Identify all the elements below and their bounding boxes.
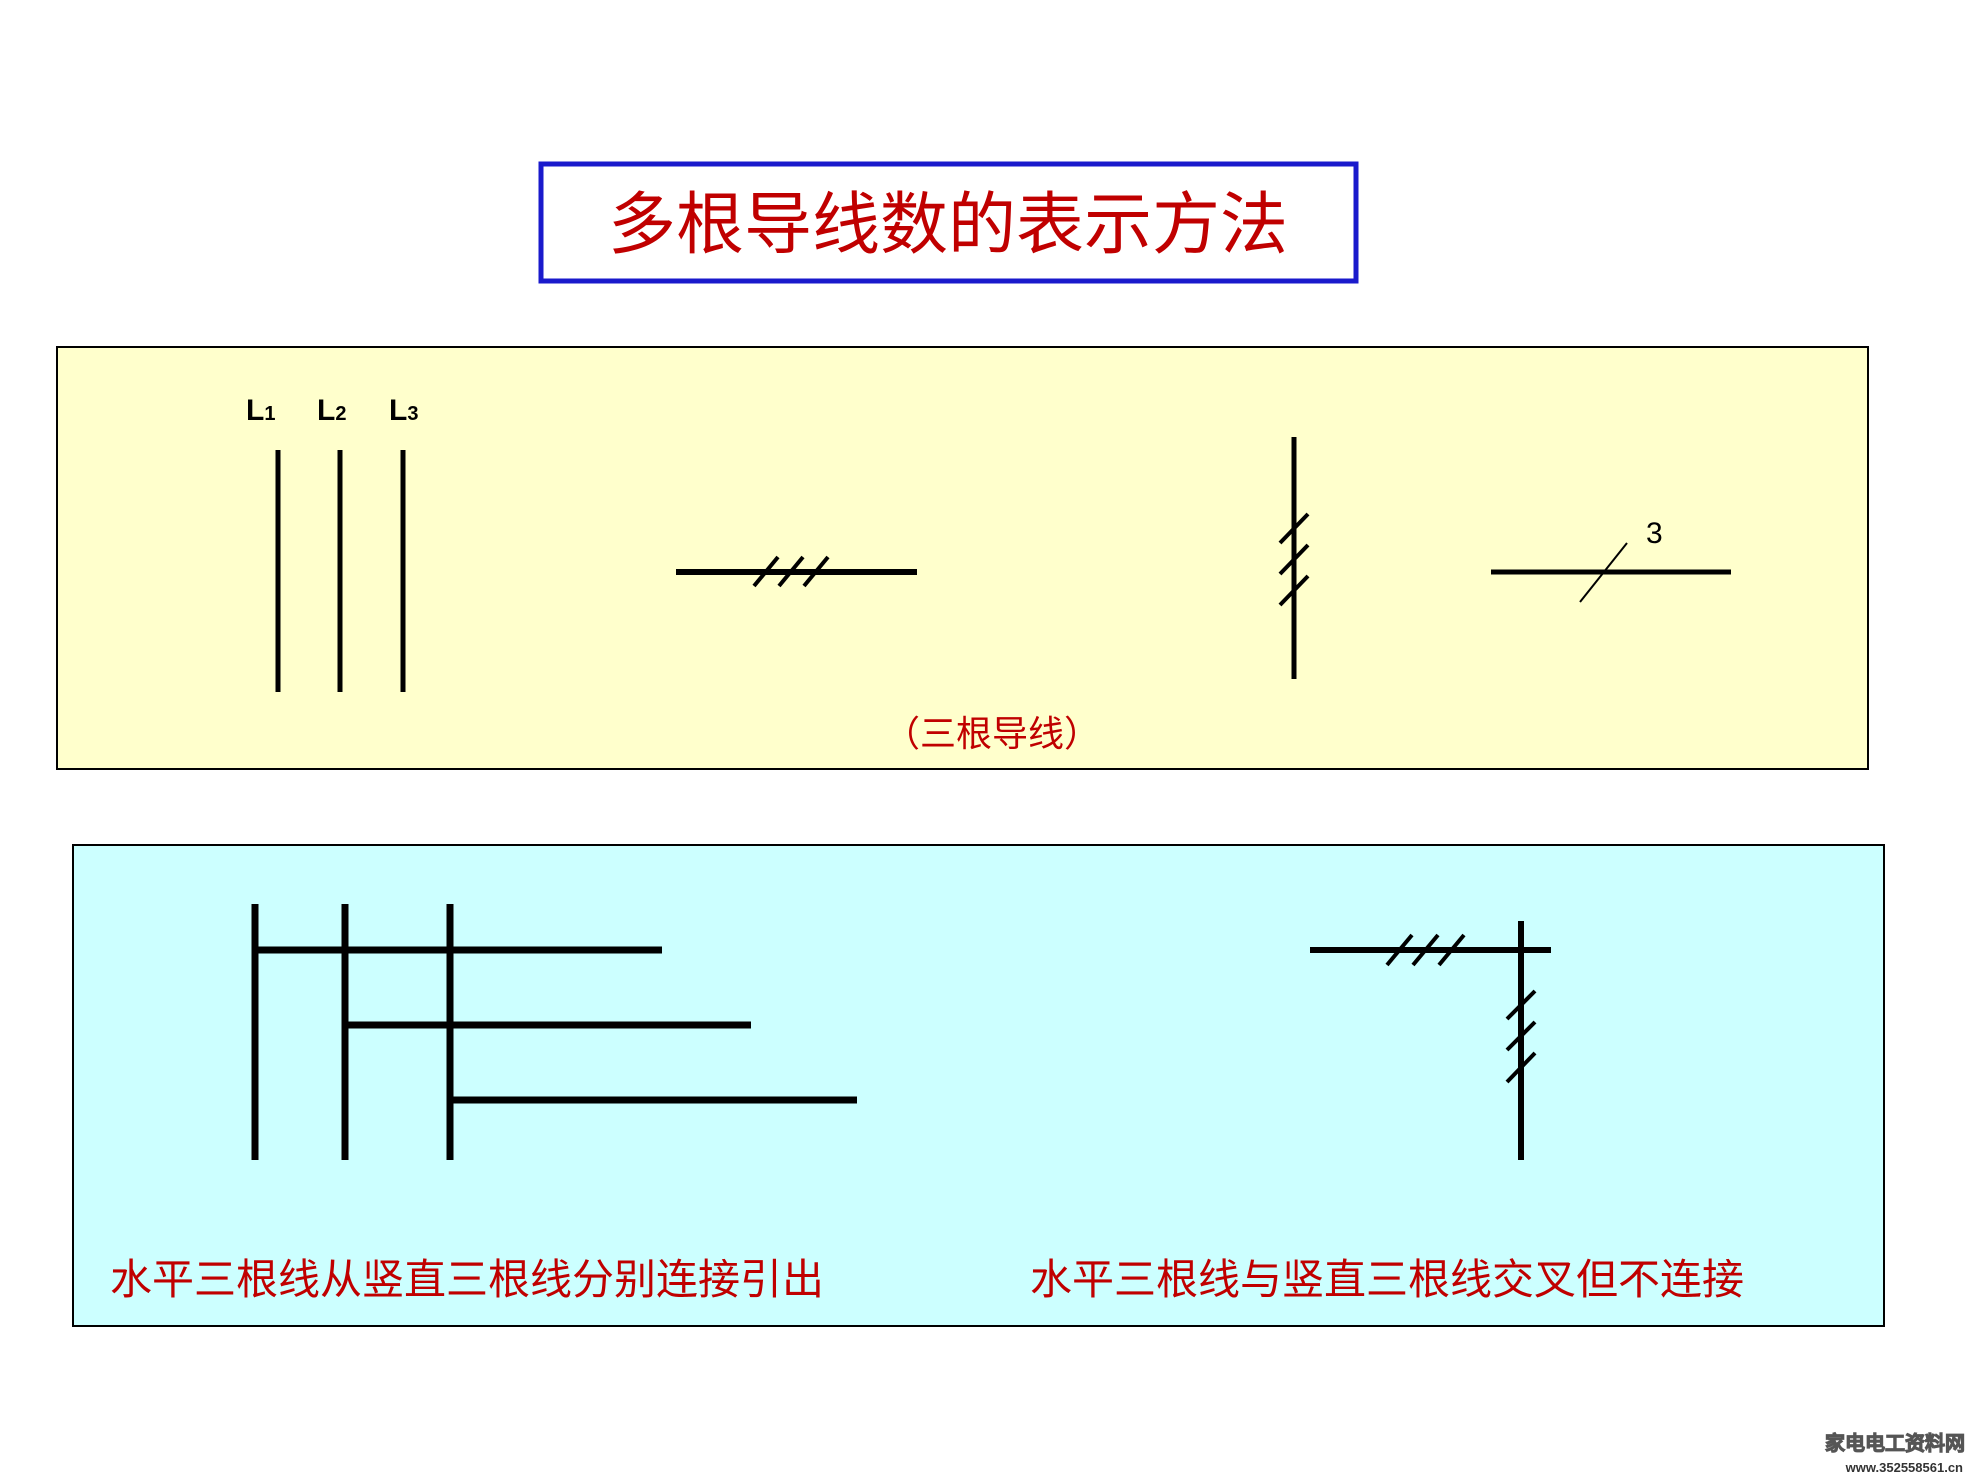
label-l3: L3 — [389, 394, 418, 427]
bottom-panel — [72, 844, 1885, 1327]
caption-connected: 水平三根线从竖直三根线分别连接引出 — [110, 1255, 824, 1304]
watermark-name: 家电电工资料网 — [1825, 1431, 1965, 1455]
wire-count-label: 3 — [1646, 517, 1663, 550]
caption-crossing: 水平三根线与竖直三根线交叉但不连接 — [1030, 1255, 1744, 1304]
top-caption: （三根导线） — [884, 714, 1100, 755]
top-panel — [56, 346, 1869, 770]
page-title: 多根导线数的表示方法 — [608, 186, 1288, 265]
three-wire-labels: L1 L2 L3 — [246, 394, 418, 427]
label-l1: L1 — [246, 394, 275, 427]
watermark-url: www.352558561.cn — [1845, 1460, 1963, 1475]
horizontal-wire-count-slash — [1491, 542, 1731, 603]
connected-wires-diagram — [251, 904, 857, 1160]
crossing-wires-diagram — [1310, 921, 1551, 1160]
horizontal-wire-three-ticks — [676, 555, 917, 588]
vertical-wire-three-ticks — [1278, 437, 1310, 679]
three-parallel-wires — [275, 450, 406, 692]
watermark: 家电电工资料网 www.352558561.cn — [1825, 1431, 1966, 1476]
title-box — [538, 161, 1359, 284]
label-l2: L2 — [317, 394, 346, 427]
